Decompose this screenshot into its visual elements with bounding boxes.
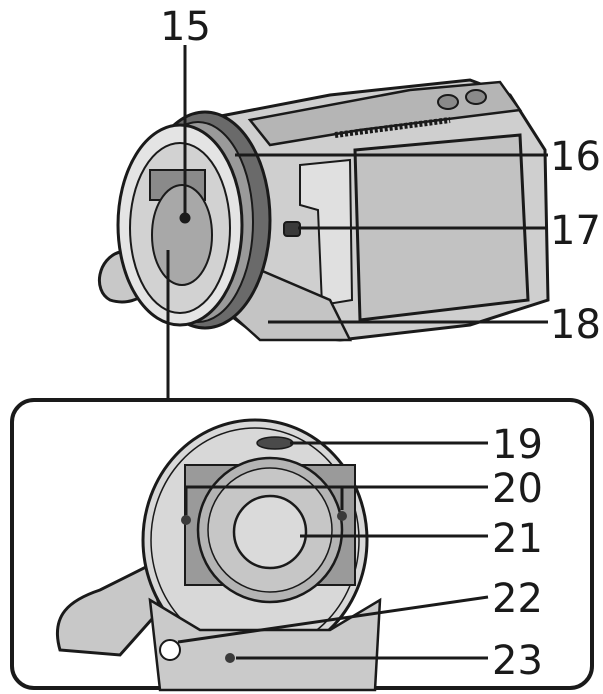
vent-grille [334, 117, 451, 138]
detail-mic-left [181, 515, 191, 525]
leader-lines-bottom [177, 441, 489, 660]
callout-labels: 15 16 17 18 19 20 21 22 23 [160, 4, 601, 684]
detail-sensor-23 [225, 653, 235, 663]
detail-sensor-19 [256, 436, 294, 450]
leader-lines-top [166, 45, 548, 400]
detail-light-22 [159, 639, 181, 661]
callout-23: 23 [492, 638, 543, 684]
callout-15: 15 [160, 4, 211, 50]
callout-21: 21 [492, 516, 543, 562]
leader-15-dot [179, 212, 191, 224]
callout-16: 16 [550, 134, 601, 180]
callout-19: 19 [492, 422, 543, 468]
detail-lens-21 [232, 494, 308, 570]
callout-18: 18 [550, 302, 601, 348]
callout-22: 22 [492, 576, 543, 622]
top-button-right [465, 89, 487, 105]
lens-detail-box [10, 398, 594, 692]
lens-glass [151, 184, 213, 286]
leader-20 [184, 485, 488, 515]
callout-20: 20 [492, 466, 543, 512]
side-button [283, 221, 301, 237]
leader-22 [177, 595, 489, 644]
detail-mic-right [337, 511, 347, 521]
detail-lower-housing [148, 597, 382, 692]
callout-17: 17 [550, 208, 601, 254]
top-button-left [437, 94, 459, 110]
